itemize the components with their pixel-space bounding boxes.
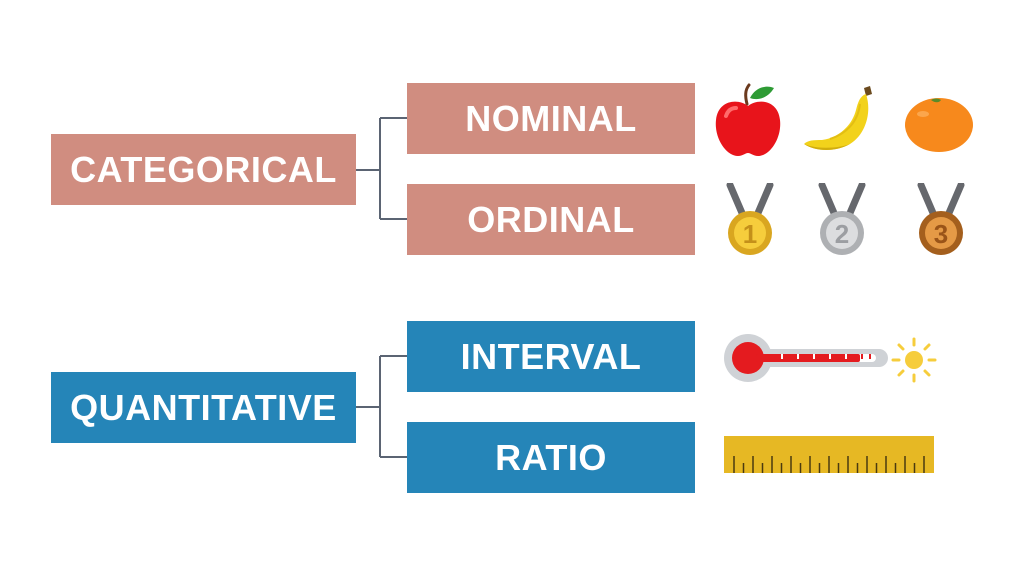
gold-medal-icon: 1	[726, 183, 774, 255]
quantitative-box: QUANTITATIVE	[51, 372, 356, 443]
quantitative-connector	[356, 355, 407, 458]
categorical-box: CATEGORICAL	[51, 134, 356, 205]
banana-icon	[804, 86, 872, 150]
silver-medal-icon: 2	[818, 183, 866, 255]
nominal-box: NOMINAL	[407, 83, 695, 154]
bronze-medal-icon: 3	[917, 183, 965, 255]
gold-medal-number: 1	[743, 219, 757, 249]
ordinal-box: ORDINAL	[407, 184, 695, 255]
ordinal-label: ORDINAL	[467, 198, 635, 240]
interval-box: INTERVAL	[407, 321, 695, 392]
nominal-label: NOMINAL	[465, 97, 637, 139]
interval-label: INTERVAL	[460, 335, 642, 377]
silver-medal-number: 2	[835, 219, 849, 249]
bronze-medal-number: 3	[934, 219, 948, 249]
categorical-label: CATEGORICAL	[70, 148, 337, 190]
apple-icon	[715, 83, 781, 156]
ratio-box: RATIO	[407, 422, 695, 493]
categorical-connector	[356, 117, 407, 220]
quantitative-label: QUANTITATIVE	[70, 386, 337, 428]
thermometer-icon	[724, 334, 888, 382]
ruler-icon	[724, 436, 934, 473]
ratio-label: RATIO	[495, 436, 607, 478]
sun-icon	[891, 337, 937, 383]
orange-icon	[905, 98, 973, 152]
